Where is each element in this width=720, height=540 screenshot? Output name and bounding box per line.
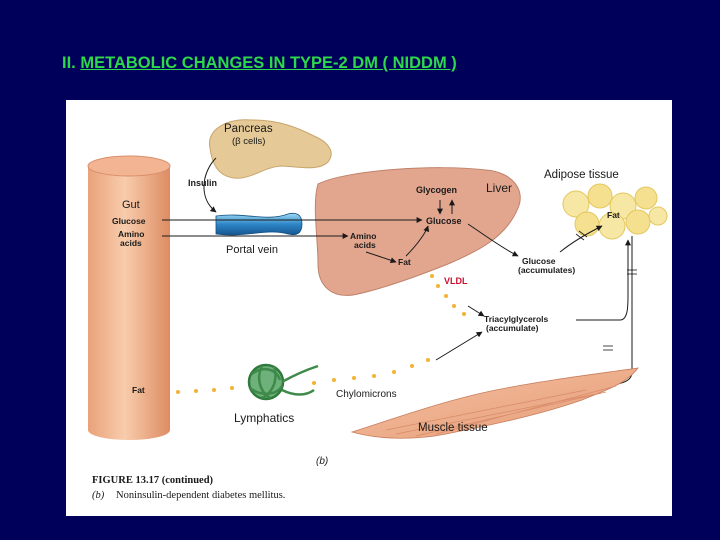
insulin-label: Insulin (188, 178, 217, 188)
gut-fat-label: Fat (132, 385, 145, 395)
gut-shape (88, 166, 170, 440)
lymphatics-shape (247, 363, 319, 401)
tag-to-adipose-arrow (576, 239, 631, 321)
adipose-label: Adipose tissue (544, 169, 619, 181)
chylomicrons-label: Chylomicrons (336, 389, 397, 400)
gut-amino-label-2: acids (120, 238, 142, 248)
glycogen-label: Glycogen (416, 185, 457, 195)
portal-vein-shape (215, 212, 303, 236)
pancreas-cells-label: (β cells) (232, 136, 265, 147)
figure-panel: Pancreas (β cells) Gut Glucose Amino aci… (66, 100, 672, 516)
muscle-shape (350, 367, 639, 439)
panel-letter: (b) (316, 456, 328, 467)
pancreas-label: Pancreas (224, 123, 273, 135)
gut-glucose-label: Glucose (112, 216, 146, 226)
lymphatics-label: Lymphatics (234, 411, 294, 425)
liver-label: Liver (486, 181, 512, 195)
metabolism-diagram: Pancreas (β cells) Gut Glucose Amino aci… (87, 119, 668, 501)
blood-glucose-to-adipose-arrow (559, 225, 603, 253)
adipose-to-muscle-arrow (593, 236, 633, 388)
vldl-dots (430, 274, 466, 316)
liver-glucose-label: Glucose (426, 216, 462, 226)
blood-glucose-label-1: Glucose (522, 256, 556, 266)
blocked-mark-1 (575, 233, 585, 241)
muscle-label: Muscle tissue (418, 422, 488, 434)
pancreas-shape (209, 119, 332, 179)
liver-amino-label-1: Amino (350, 231, 376, 241)
caption-text: Noninsulin-dependent diabetes mellitus. (116, 490, 285, 501)
caption-figure: FIGURE 13.17 (continued) (92, 475, 214, 486)
fat-to-glucose-arrow (405, 225, 430, 257)
vldl-to-tag-arrow (467, 305, 485, 317)
liver-fat-label: Fat (398, 257, 411, 267)
liver-glucose-to-blood-arrow (467, 223, 519, 257)
tag-label-2: (accumulate) (486, 323, 539, 333)
vldl-label: VLDL (444, 276, 468, 286)
gut-amino-label-1: Amino (118, 229, 144, 239)
liver-amino-label-2: acids (354, 240, 376, 250)
slide-title: II. METABOLIC CHANGES IN TYPE-2 DM ( NID… (62, 54, 457, 73)
gut-top (87, 155, 171, 177)
title-prefix: II. (62, 54, 81, 72)
chylo-to-tag-arrow (435, 331, 483, 361)
title-main: METABOLIC CHANGES IN TYPE-2 DM ( NIDDM ) (80, 54, 457, 72)
insulin-arrow (203, 157, 217, 213)
chylomicron-dots (176, 358, 430, 394)
adipose-fat-label: Fat (607, 210, 620, 220)
adipose-cluster (562, 183, 668, 240)
tag-label-1: Triacylglycerols (484, 314, 549, 324)
blood-glucose-label-2: (accumulates) (518, 265, 575, 275)
gut-label: Gut (122, 199, 140, 211)
caption-panel: (b) (92, 490, 105, 501)
muscle-striations (385, 385, 617, 437)
blocked-mark-2 (578, 230, 588, 238)
liver-shape (314, 167, 521, 296)
portal-vein-label: Portal vein (226, 244, 278, 256)
amino-to-fat-arrow (365, 251, 397, 264)
